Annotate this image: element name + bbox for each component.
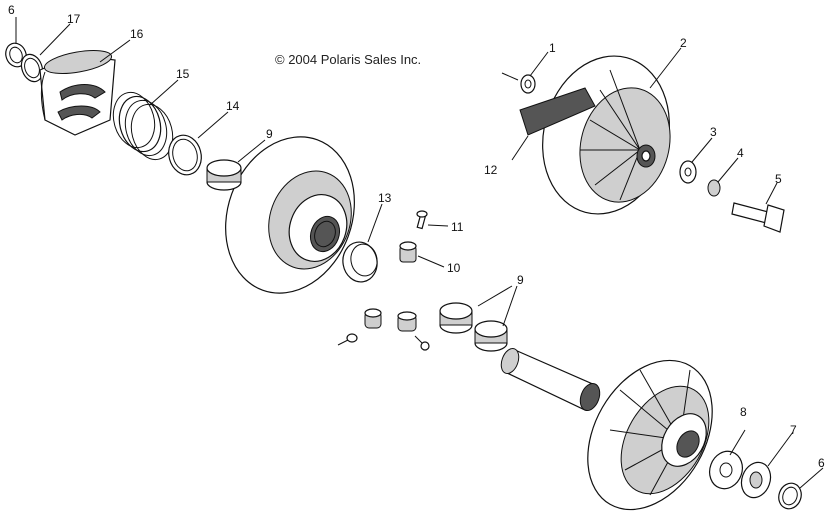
callout-17: 17 [67, 12, 81, 26]
bushing-9-lower-a [439, 302, 473, 334]
callout-3: 3 [710, 125, 717, 139]
nut-4 [707, 179, 721, 197]
callout-8: 8 [740, 405, 747, 419]
washer-17 [20, 53, 44, 83]
washer-3 [679, 160, 697, 184]
copyright-text: © 2004 Polaris Sales Inc. [275, 52, 421, 67]
bolt-5 [731, 202, 785, 233]
callout-1: 1 [549, 41, 556, 55]
button-left [364, 308, 382, 329]
screw-small-right [414, 335, 430, 351]
roller-10 [399, 241, 417, 263]
bushing-9-lower-b [474, 320, 508, 352]
callout-12: 12 [484, 163, 498, 177]
callout-11: 11 [451, 220, 464, 234]
post-shaft [500, 347, 601, 412]
plate-7 [740, 461, 772, 499]
callout-15: 15 [176, 67, 190, 81]
bushing-13 [342, 241, 378, 283]
callout-5: 5 [775, 172, 782, 186]
stationary-sheave [587, 359, 713, 511]
washer-1 [520, 74, 536, 94]
spring-15 [112, 91, 174, 161]
callout-4: 4 [737, 146, 744, 160]
callout-9-lower: 9 [517, 273, 524, 287]
button-right [397, 311, 417, 332]
fixed-sheave-2 [542, 55, 671, 215]
callout-6-bottom: 6 [818, 456, 825, 470]
callout-2: 2 [680, 36, 687, 50]
retaining-ring-6-top [5, 42, 27, 68]
callout-7: 7 [790, 423, 797, 437]
callout-14: 14 [226, 99, 240, 113]
movable-sheave [225, 136, 355, 294]
pin-11 [416, 210, 428, 230]
screw-small-left [337, 333, 358, 346]
callout-6-top: 6 [8, 3, 15, 17]
callout-9-sheave: 9 [266, 127, 273, 141]
callout-16: 16 [130, 27, 144, 41]
ring-14 [168, 134, 202, 176]
callout-13: 13 [378, 191, 392, 205]
washer-8 [709, 450, 743, 490]
bushing-9-sheave [206, 159, 242, 191]
shaft-12 [519, 87, 596, 136]
callout-10: 10 [447, 261, 461, 275]
leader-lines [15, 17, 824, 489]
cam-16 [39, 50, 116, 136]
retaining-ring-6-bottom [778, 482, 802, 510]
